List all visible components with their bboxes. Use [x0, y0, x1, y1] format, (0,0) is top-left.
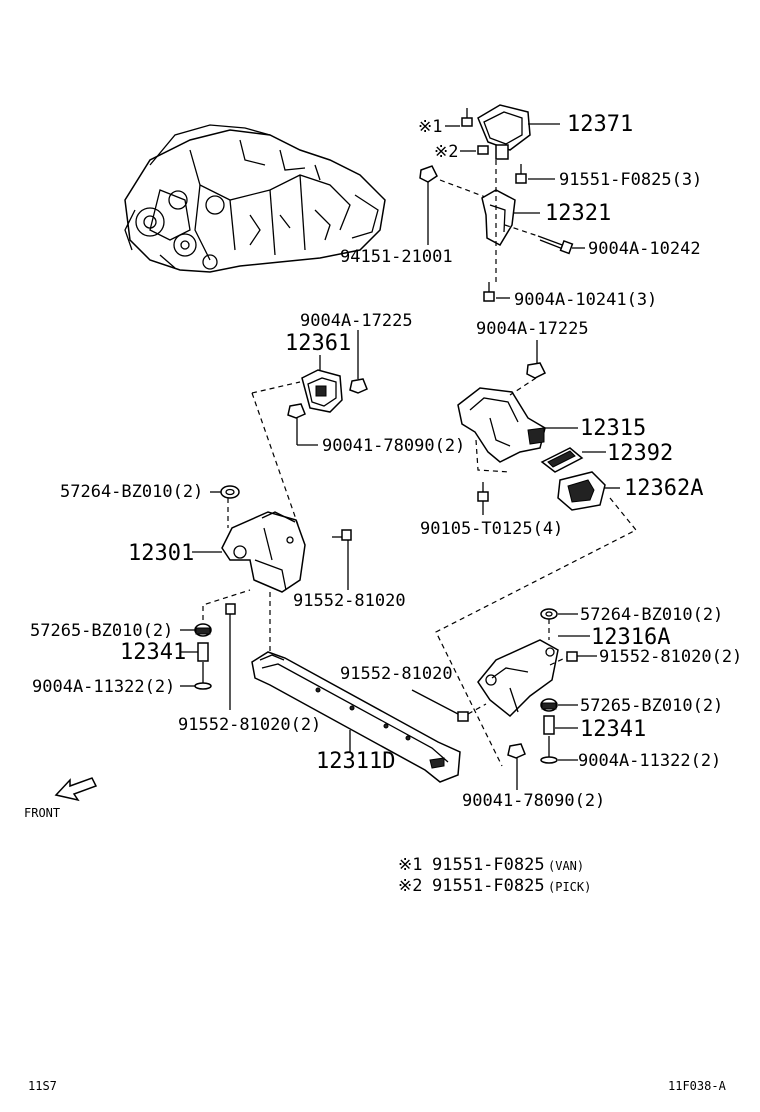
label-57265-left: 57265-BZ010(2): [30, 621, 173, 641]
washer-57265-right: [540, 698, 578, 712]
note-2-mark: ※2: [398, 876, 422, 896]
collar-12341-left: [180, 642, 209, 662]
nut-90041-78090-bottom: [507, 743, 526, 790]
part-12321-bracket: [481, 189, 540, 246]
label-12321: 12321: [545, 201, 611, 226]
part-12361-insulator: [301, 369, 343, 413]
bolt-91552-81020-center: [411, 689, 487, 722]
collar-12341-right: [543, 715, 578, 735]
label-12361: 12361: [285, 331, 351, 356]
label-94151-21001: 94151-21001: [340, 247, 453, 267]
part-12392-plate: [540, 447, 606, 473]
label-91552-81020-mid: 91552-81020: [293, 591, 406, 611]
bolt-91552-81020-mid: [332, 529, 352, 590]
label-91551-f0825-3: 91551-F0825(3): [559, 170, 702, 190]
part-12316a-bracket: [477, 635, 590, 718]
label-9004a-17225-left: 9004A-17225: [300, 311, 413, 331]
part-12301-bracket: [192, 511, 306, 593]
label-12341-left: 12341: [120, 640, 186, 665]
dashed-nut-line: [439, 179, 489, 199]
footer-right-code: 11F038-A: [668, 1079, 727, 1093]
note-2-part: 91551-F0825: [432, 876, 545, 896]
bolt-9004a-10241: [483, 282, 510, 302]
label-90105-t0125: 90105-T0125(4): [420, 519, 563, 539]
label-12315: 12315: [580, 416, 646, 441]
label-90041-78090-top: 90041-78090(2): [322, 436, 465, 456]
label-12392: 12392: [607, 441, 673, 466]
dashed-12361-a: [251, 381, 301, 394]
bolt-91551-f0825: [515, 164, 555, 184]
label-9004a-11322-right: 9004A-11322(2): [578, 751, 721, 771]
note-2-variant: (PICK): [548, 880, 591, 894]
dashed-10242-line: [504, 224, 539, 237]
bolt-ref2: [460, 145, 489, 155]
label-12311d: 12311D: [316, 749, 395, 774]
part-12362a-insulator: [557, 471, 620, 511]
dashed-left-stack: [202, 589, 251, 620]
label-front: FRONT: [24, 806, 60, 820]
label-91552-81020-right: 91552-81020(2): [599, 647, 742, 667]
nut-90041-78090-top: [287, 403, 318, 446]
bolt-ref1: [445, 108, 473, 127]
label-12341-right: 12341: [580, 717, 646, 742]
label-9004a-17225-right: 9004A-17225: [476, 319, 589, 339]
label-ref1: ※1: [418, 117, 442, 137]
label-9004a-10242: 9004A-10242: [588, 239, 701, 259]
bolt-9004a-11322-right: [540, 736, 578, 764]
note-1-variant: (VAN): [548, 859, 584, 873]
nut-9004a-17225-left: [349, 330, 368, 394]
note-1: ※1 91551-F0825 (VAN): [398, 855, 584, 875]
nut-94151: [419, 165, 438, 245]
part-12371-mount: [477, 104, 531, 160]
dashed-right-box: [435, 497, 637, 767]
label-9004a-10241: 9004A-10241(3): [514, 290, 657, 310]
washer-57264-left: [210, 485, 240, 499]
bolt-91552-81020-right: [549, 651, 597, 666]
bolt-9004a-10242: [537, 235, 585, 255]
label-91552-81020-center: 91552-81020: [340, 664, 453, 684]
footer-left-code: 11S7: [28, 1079, 57, 1093]
label-9004a-11322-left: 9004A-11322(2): [32, 677, 175, 697]
dashed-12315-lower: [475, 439, 511, 473]
washer-57265-left: [180, 623, 212, 637]
label-57264-left: 57264-BZ010(2): [60, 482, 203, 502]
note-1-part: 91551-F0825: [432, 855, 545, 875]
bolt-90105-t0125: [477, 482, 489, 515]
note-2: ※2 91551-F0825 (PICK): [398, 876, 591, 896]
nut-9004a-17225-right: [526, 340, 547, 379]
label-57265-right: 57265-BZ010(2): [580, 696, 723, 716]
dashed-nut-right: [509, 377, 537, 396]
label-90041-78090-bottom: 90041-78090(2): [462, 791, 605, 811]
label-ref2: ※2: [434, 142, 458, 162]
washer-57264-right: [540, 608, 578, 620]
label-57264-right: 57264-BZ010(2): [580, 605, 723, 625]
label-12362a: 12362A: [624, 476, 703, 501]
label-12371: 12371: [567, 112, 633, 137]
front-arrow-icon: [54, 777, 98, 802]
label-91552-81020-left: 91552-81020(2): [178, 715, 321, 735]
bolt-91552-81020-left: [225, 603, 236, 710]
part-12311d-crossmember: [251, 651, 461, 783]
engine-assembly-illustration: [124, 124, 386, 273]
label-12301: 12301: [128, 541, 194, 566]
label-12316a: 12316A: [591, 625, 670, 650]
part-12315-bracket: [457, 387, 546, 463]
note-1-mark: ※1: [398, 855, 422, 875]
bolt-9004a-11322-left: [180, 662, 212, 690]
